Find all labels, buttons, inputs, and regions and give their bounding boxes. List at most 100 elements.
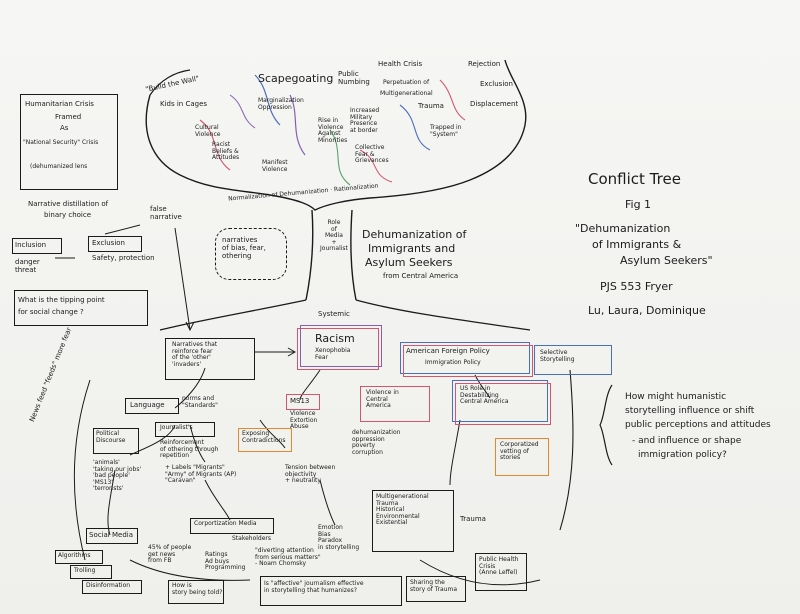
exposing-contradictions: Exposing Contradictions [242,430,286,444]
kids-in-cages: Kids in Cages [160,100,208,108]
authors-label: Lu, Laura, Dominique [588,304,706,317]
journalists-label: Journalist's [160,424,193,431]
percent-fb: 45% of people get news from FB [148,544,192,565]
corporatization-media: Corportization Media [194,520,257,527]
trolling-label: Trolling [74,567,96,574]
health-crisis: Health Crisis [378,60,423,68]
figure-number: Fig 1 [625,198,652,211]
narratives-of-bias: narratives of bias, fear, othering [222,236,266,261]
national-security-label: "National Security" Crisis [23,139,99,146]
racist-beliefs: Racist Beliefs & Attitudes [212,141,240,162]
corporatized-box [495,438,549,476]
tension-objectivity: Tension between objectivity + neutrality [285,464,336,485]
phc-box [475,553,527,591]
us-role-box-outline [455,383,551,425]
framed-label: Framed [55,113,82,121]
crown-trauma: Trauma [418,102,444,110]
question-line-1: How might humanistic [625,392,727,402]
stakeholders: Stakeholders [232,535,272,542]
algorithms-box [55,550,103,564]
exclusion-box [88,236,142,252]
racism-box-outline [300,325,382,367]
sharing-box [406,576,466,602]
foreign-policy-box-outline [403,345,533,377]
journalists-box [155,422,215,437]
public-numbing: Public Numbing [338,70,370,87]
brace-question [599,384,613,466]
immigration-policy: Immigration Policy [425,359,481,366]
labels-migrants: + Labels "Migrants" "Army" of Migrants (… [165,464,237,485]
humanitarian-crisis-label: Humanitarian Crisis [25,100,94,108]
crown-top [149,69,191,96]
disinfo-box [82,580,142,594]
false-narrative-label: false narrative [150,205,182,222]
trunk-right [350,209,357,301]
main-label-2: Immigrants and [368,242,456,255]
exclusion-label: Exclusion [92,239,125,247]
rise-in-violence: Rise in Violence Against Minorities [318,117,348,144]
ratings-adbuys: Ratings Ad buys Programming [205,551,246,572]
question-line-3: public perceptions and attitudes [625,420,771,430]
ms13-label: MS13 [290,397,310,405]
subtitle-line-2: of Immigrants & [592,238,682,251]
corporatization-box [190,518,274,534]
dehumanized-lens-label: (dehumanized lens [30,163,88,170]
scapegoating: Scapegoating [258,72,334,85]
reinforcement: Reinforcement of othering through repeti… [160,439,219,460]
trauma-box-label: Trauma [460,515,486,523]
main-label-3: Asylum Seekers [365,256,453,269]
xenophobia-label: Xenophobia Fear [315,347,351,361]
question-line-4: - and influence or shape [632,436,742,446]
political-box [93,428,139,454]
course-label: PJS 553 Fryer [600,280,673,293]
disinformation-label: Disinformation [86,582,131,589]
narratives-box [165,338,255,380]
political-discourse: Political Discourse [96,430,126,444]
root-left [159,299,307,331]
sharing-story: Sharing the story of Trauma [410,579,458,593]
affective-box [260,576,402,606]
inclusion-box [12,238,62,254]
role-of-media: Role of Media + Journalist [320,219,348,253]
multigenerational: Multigenerational [380,90,433,97]
language-box [125,398,179,414]
main-label-1: Dehumanization of [362,228,467,241]
increased-military: Increased Military Presence at border [350,107,380,134]
political-quotes: 'animals' 'taking our jobs' 'bad people'… [93,459,142,493]
as-label: As [60,124,69,132]
ms13-box [286,394,320,410]
affective-journalism: Is "affective" journalism effective in s… [264,580,364,594]
narratives-fear: Narratives that reinforce fear of the 'o… [172,341,218,368]
selective-storytelling: Selective Storytelling [540,349,575,363]
social-media-label: Social Media [89,531,134,539]
social-media-box [86,528,138,544]
root-right [355,299,531,331]
arrow-false-narrative [174,227,191,331]
subtitle-line-1: "Dehumanization [575,222,671,235]
narrative-distillation-1: Narrative distillation of [28,200,109,208]
cultural-violence: Cultural Violence [195,124,221,138]
question-line-5: immigration policy? [638,450,727,460]
perpetuation-of: Perpetuation of [383,79,430,86]
exposing-box [238,428,292,452]
norms-standards: norms and "Standards" [182,395,218,409]
main-label-4: from Central America [383,272,459,280]
us-role-label: US Role in Destabilizing Central America [460,385,509,406]
safety-label: Safety, protection [92,254,155,262]
tipping-point-2: for social change ? [18,308,84,316]
multigenerational-trauma: Multigenerational Trauma Historical Envi… [376,493,429,527]
diagram-title: Conflict Tree [588,170,681,188]
crown-outline [145,59,527,211]
trunk-left [305,209,314,301]
collective-fear: Collective Fear & Grievances [355,144,389,165]
trapped-in-system: Trapped in "System" [430,124,462,138]
systemic-label: Systemic [318,310,350,318]
displacement: Displacement [470,100,519,108]
chomsky-quote: "diverting attention from serious matter… [255,547,321,568]
question-line-2: storytelling influence or shift [625,406,755,416]
us-role-box [452,380,548,422]
subtitle-line-3: Asylum Seekers" [620,254,713,267]
tipping-point-box [14,290,148,326]
